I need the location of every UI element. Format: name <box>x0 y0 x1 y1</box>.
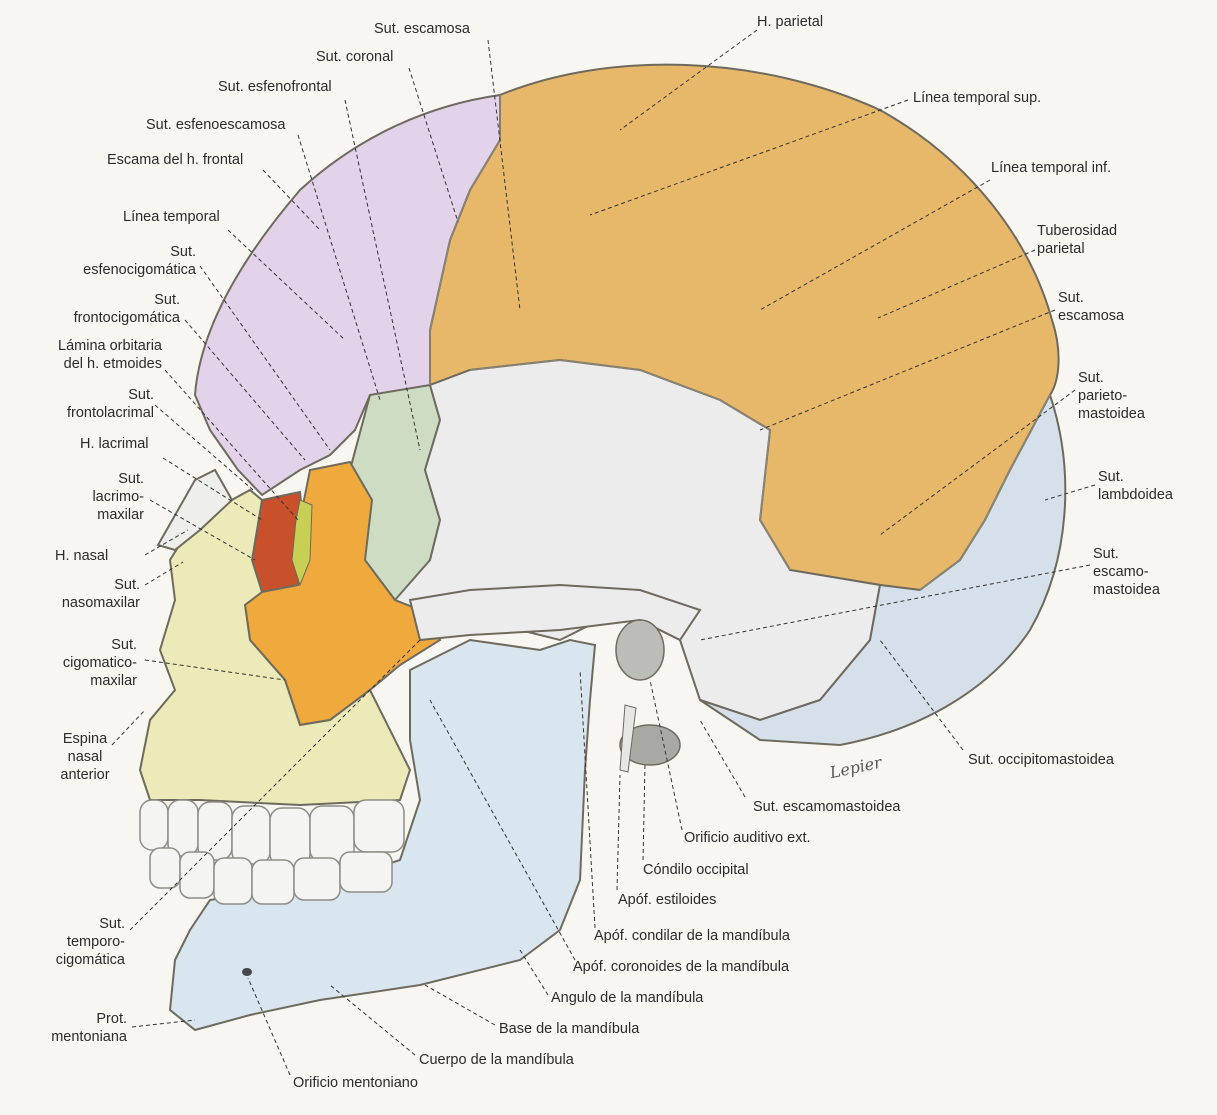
label-apof-coronoides: Apóf. coronoides de la mandíbula <box>573 959 790 975</box>
label-escama-frontal: Escama del h. frontal <box>107 152 244 168</box>
label-orificio-auditivo: Orificio auditivo ext. <box>684 830 811 846</box>
label-sut-parietomastoidea: Sut. parieto- mastoidea <box>1078 370 1145 422</box>
label-h-parietal: H. parietal <box>757 14 824 30</box>
label-sut-esfenocigomatica: Sut. esfenocigomática <box>83 244 196 278</box>
styloid-process <box>619 704 637 773</box>
label-linea-temporal-inf: Línea temporal inf. <box>991 160 1112 176</box>
label-espina-nasal: Espina nasal anterior <box>60 731 110 783</box>
label-sut-lambdoidea: Sut. lambdoidea <box>1098 469 1173 503</box>
teeth <box>139 799 405 905</box>
label-sut-escamosa-top: Sut. escamosa <box>374 21 470 37</box>
mental-foramen <box>242 968 252 976</box>
label-h-nasal: H. nasal <box>55 548 109 564</box>
frontal-bone <box>193 93 501 497</box>
label-sut-nasomaxilar: Sut. nasomaxilar <box>61 577 140 611</box>
label-orificio-mentoniano: Orificio mentoniano <box>293 1075 418 1091</box>
label-sut-frontolacrimal: Sut. frontolacrimal <box>66 387 154 421</box>
ethmoid-lamina <box>291 499 313 587</box>
label-condilo-occipital: Cóndilo occipital <box>643 862 749 878</box>
label-apof-condilar: Apóf. condilar de la mandíbula <box>594 928 790 944</box>
label-base-mandibula: Base de la mandíbula <box>499 1021 640 1037</box>
label-linea-temporal-sup: Línea temporal sup. <box>913 90 1042 106</box>
label-sut-temporocigomatica: Sut. temporo- cigomática <box>55 916 125 968</box>
artist-signature: Lepier <box>827 752 885 782</box>
label-lamina-orbitaria: Lámina orbitaria del h. etmoides <box>58 338 162 372</box>
zygomatic-arch <box>408 583 702 642</box>
label-sut-cigomaticomaxilar: Sut. cigomatico- maxilar <box>62 637 137 689</box>
label-prot-mentoniana: Prot. mentoniana <box>51 1011 127 1045</box>
label-sut-lacrimomaxilar: Sut. lacrimo- maxilar <box>92 471 144 523</box>
squamous-suture <box>469 359 791 571</box>
label-linea-temporal: Línea temporal <box>123 209 220 225</box>
lambdoid-suture <box>919 394 1051 591</box>
leader-lines <box>111 29 1096 1076</box>
label-sut-coronal: Sut. coronal <box>316 49 394 65</box>
label-apof-estiloides: Apóf. estiloides <box>618 892 717 908</box>
occipital-condyle <box>619 724 681 766</box>
external-acoustic-meatus <box>615 619 665 681</box>
label-sut-escamomastoidea-right: Sut. escamo- mastoidea <box>1093 546 1160 598</box>
label-h-lacrimal: H. lacrimal <box>80 436 149 452</box>
label-angulo-mandibula: Angulo de la mandíbula <box>551 990 704 1006</box>
coronal-suture <box>429 95 501 385</box>
label-sut-escamomastoidea-bottom: Sut. escamomastoidea <box>753 799 901 815</box>
label-cuerpo-mandibula: Cuerpo de la mandíbula <box>419 1052 574 1068</box>
label-sut-esfenoescamosa: Sut. esfenoescamosa <box>146 117 286 133</box>
label-sut-esfenofrontal: Sut. esfenofrontal <box>218 79 332 95</box>
label-tuberosidad-parietal: Tuberosidad parietal <box>1037 223 1118 257</box>
occipital-bone <box>699 392 1067 747</box>
label-sut-escamosa-right: Sut. escamosa <box>1058 290 1125 324</box>
label-sut-frontocigomatica: Sut. frontocigomática <box>73 292 180 326</box>
label-sut-occipitomastoidea: Sut. occipitomastoidea <box>968 752 1114 768</box>
maxilla-bone <box>138 488 412 807</box>
